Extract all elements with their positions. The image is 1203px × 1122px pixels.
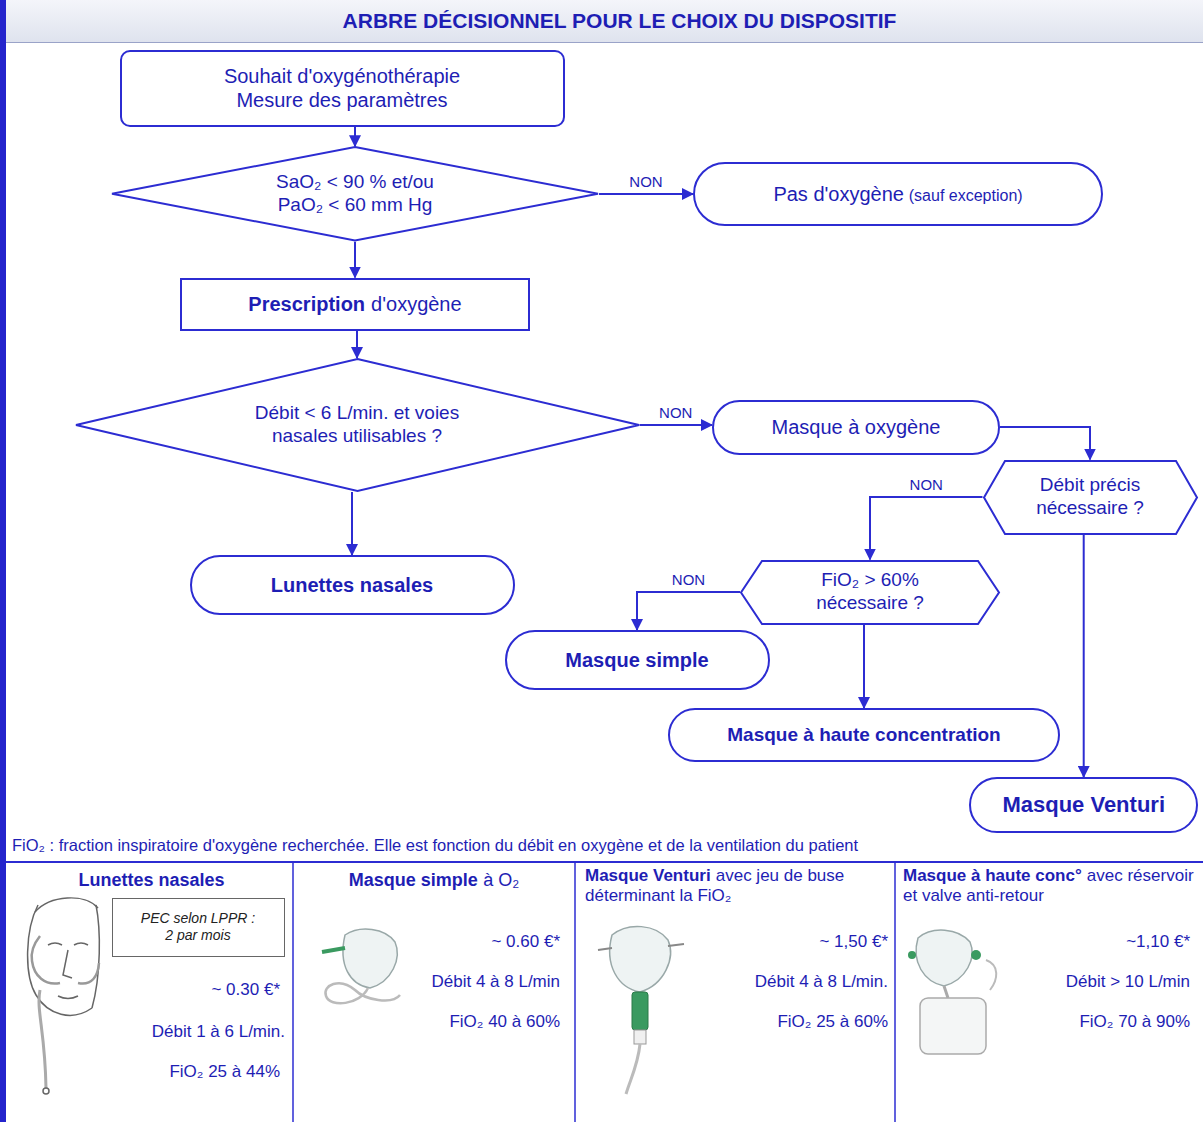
node-text: d'oxygène bbox=[371, 293, 462, 315]
node-text: Lunettes nasales bbox=[271, 573, 433, 597]
flow-rate: Débit 4 à 8 L/min bbox=[431, 972, 560, 992]
text-wrap: Lunettes nasales bbox=[271, 573, 433, 597]
price: ~1,10 €* bbox=[1126, 932, 1190, 952]
node-text: Masque Venturi bbox=[1002, 792, 1165, 818]
process-box: PEC selon LPPR : 2 par mois bbox=[112, 898, 285, 957]
venturi-mask-figure bbox=[598, 926, 684, 1094]
table-rule bbox=[894, 862, 896, 1122]
text-wrap: Débit < 6 L/min. et voies nasales utilis… bbox=[227, 402, 487, 448]
title-band: ARBRE DÉCISIONNEL POUR LE CHOIX DU DISPO… bbox=[6, 0, 1203, 43]
text-wrap: SaO₂ < 90 % et/ou PaO₂ < 60 mm Hg bbox=[260, 171, 450, 217]
node-text: Masque simple bbox=[565, 648, 708, 672]
footnote: FiO₂ : fraction inspiratoire d'oxygène r… bbox=[12, 836, 858, 856]
text-wrap: Masque Venturi bbox=[1002, 792, 1165, 818]
node-text: FiO₂ > 60% nécessaire ? bbox=[805, 569, 935, 615]
fio2-range: FiO₂ 25 à 44% bbox=[169, 1062, 280, 1082]
text-wrap: PEC selon LPPR : 2 par mois bbox=[138, 910, 258, 944]
flow-connector bbox=[599, 193, 693, 195]
start-box: Souhait d'oxygénothérapie Mesure des par… bbox=[120, 50, 565, 127]
table-heading: Masque à haute conc° bbox=[903, 866, 1082, 885]
diagram-title: ARBRE DÉCISIONNEL POUR LE CHOIX DU DISPO… bbox=[343, 9, 897, 33]
edge-label: NON bbox=[907, 476, 946, 494]
text-wrap: Prescription d'oxygène bbox=[248, 292, 461, 316]
node-text: Débit précis nécessaire ? bbox=[1025, 474, 1155, 520]
terminal-pill: Lunettes nasales bbox=[190, 555, 515, 615]
terminal-pill: Masque à haute concentration bbox=[668, 708, 1060, 762]
text-wrap: Masque à oxygène bbox=[771, 415, 940, 439]
flow-connector bbox=[356, 331, 358, 359]
node-text: Débit < 6 L/min. et voies nasales utilis… bbox=[227, 402, 487, 448]
fio2-range: FiO₂ 40 à 60% bbox=[449, 1012, 560, 1032]
left-border bbox=[0, 0, 6, 1122]
terminal-pill: Masque Venturi bbox=[969, 777, 1198, 833]
decision-diamond: SaO₂ < 90 % et/ou PaO₂ < 60 mm Hg bbox=[111, 146, 599, 242]
simple-mask-figure bbox=[322, 929, 400, 1003]
node-text: Pas d'oxygène bbox=[773, 183, 904, 205]
table-rule bbox=[574, 862, 576, 1122]
flow-connector bbox=[637, 592, 740, 630]
heading-group: Masque à haute conc°avec réservoir et va… bbox=[903, 866, 1198, 907]
flow-connector bbox=[1083, 535, 1085, 778]
node-text: SaO₂ < 90 % et/ou PaO₂ < 60 mm Hg bbox=[260, 171, 450, 217]
flow-connector bbox=[351, 492, 353, 555]
flow-rate: Débit 4 à 8 L/min. bbox=[755, 972, 888, 992]
node-text: PEC selon LPPR : 2 par mois bbox=[138, 910, 258, 944]
fio2-range: FiO₂ 25 à 60% bbox=[777, 1012, 888, 1032]
text-wrap: Masque simple bbox=[565, 648, 708, 672]
node-text: Souhait d'oxygénothérapie Mesure des par… bbox=[207, 64, 477, 112]
node-text: Prescription bbox=[248, 293, 365, 315]
table-heading: à O₂ bbox=[483, 870, 519, 890]
decision-diamond: Débit < 6 L/min. et voies nasales utilis… bbox=[75, 358, 640, 492]
high-concentration-mask-figure bbox=[908, 930, 996, 1054]
node-text: Masque à haute concentration bbox=[727, 724, 1000, 747]
price: ~ 0.60 €* bbox=[491, 932, 560, 952]
price: ~ 1,50 €* bbox=[819, 932, 888, 952]
terminal-pill: Masque à oxygène bbox=[712, 400, 1000, 455]
decision-hexagon: Débit précis nécessaire ? bbox=[983, 460, 1198, 535]
terminal-pill: Masque simple bbox=[505, 630, 770, 690]
text-wrap: Souhait d'oxygénothérapie Mesure des par… bbox=[207, 64, 477, 112]
text-wrap: FiO₂ > 60% nécessaire ? bbox=[805, 569, 935, 615]
terminal-pill: Pas d'oxygène (sauf exception) bbox=[693, 162, 1103, 226]
edge-label: NON bbox=[626, 173, 665, 191]
table-rule bbox=[292, 862, 294, 1122]
flow-rate: Débit > 10 L/min bbox=[1066, 972, 1190, 992]
process-box: Prescription d'oxygène bbox=[180, 278, 530, 331]
price: ~ 0.30 €* bbox=[211, 980, 280, 1000]
table-heading: Masque simple bbox=[349, 870, 478, 890]
shape-outline-path bbox=[741, 561, 999, 624]
text-wrap: Débit précis nécessaire ? bbox=[1025, 474, 1155, 520]
text-wrap: Pas d'oxygène (sauf exception) bbox=[773, 182, 1022, 206]
shape-outline-path bbox=[112, 147, 598, 241]
flow-connector bbox=[863, 625, 865, 709]
text-wrap: Masque à haute concentration bbox=[727, 724, 1000, 747]
edge-label: NON bbox=[656, 404, 695, 422]
flow-rate: Débit 1 à 6 L/min. bbox=[152, 1022, 285, 1042]
table-heading: Masque Venturi bbox=[585, 866, 711, 885]
node-text: (sauf exception) bbox=[909, 187, 1023, 204]
edge-label: NON bbox=[669, 571, 708, 589]
flow-connector bbox=[354, 127, 356, 147]
heading-group: Masque Venturiavec jeu de buse détermina… bbox=[585, 866, 890, 907]
decision-hexagon: FiO₂ > 60% nécessaire ? bbox=[740, 560, 1000, 625]
flow-connector bbox=[870, 497, 983, 560]
shape-outline-path bbox=[76, 359, 639, 491]
flow-connector bbox=[1000, 427, 1090, 460]
table-heading: Lunettes nasales bbox=[10, 870, 293, 892]
table-rule bbox=[6, 861, 1203, 863]
face-cannula-figure bbox=[28, 898, 100, 1094]
shape-outline-path bbox=[984, 461, 1197, 534]
fio2-range: FiO₂ 70 à 90% bbox=[1079, 1012, 1190, 1032]
flow-connector bbox=[640, 424, 713, 426]
node-text: Masque à oxygène bbox=[771, 415, 940, 439]
heading-group: Masque simpleà O₂ bbox=[293, 870, 575, 892]
flow-connector bbox=[354, 242, 356, 278]
